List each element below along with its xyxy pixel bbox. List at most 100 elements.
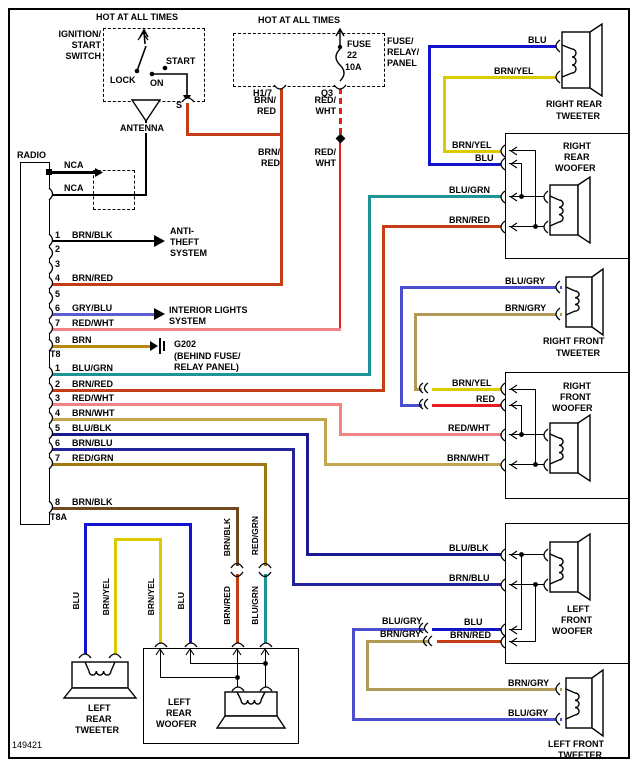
speaker-name: RIGHT bbox=[563, 141, 591, 151]
wire-label: BRN/GRY bbox=[508, 678, 550, 688]
wire-blu-rr-v bbox=[428, 45, 431, 166]
wire-brnred2-v bbox=[382, 225, 385, 392]
speaker-name: LEFT FRONT bbox=[548, 739, 604, 749]
antitheft-system-label: THEFT bbox=[170, 237, 199, 247]
lfw-int bbox=[521, 554, 522, 630]
radio-label: RADIO bbox=[17, 150, 46, 160]
speaker-name: REAR bbox=[166, 708, 192, 718]
wire-brnblk-v bbox=[236, 507, 239, 566]
wire-brnblk-antitheft bbox=[51, 240, 156, 242]
wire-label: BRN/YEL bbox=[452, 378, 492, 388]
pin-wire-label: BRN/BLK bbox=[72, 497, 113, 507]
speaker-name: FRONT bbox=[560, 392, 591, 402]
fuse-label: 22 bbox=[347, 50, 358, 60]
wire-brnred-lr-v bbox=[236, 574, 239, 647]
wire-brngry-rf-v bbox=[414, 313, 417, 390]
pin-number: 1 bbox=[55, 363, 61, 373]
vwire-label-brnblk: BRN/BLK bbox=[222, 518, 232, 557]
wire-brnblk-h bbox=[51, 507, 239, 510]
wire-label-nca2: NCA bbox=[64, 183, 84, 193]
pin-wire-label: BRN/WHT bbox=[72, 408, 115, 418]
wire-label-brnred: BRN/ bbox=[254, 95, 276, 105]
pin-wire-label: BRN/RED bbox=[72, 379, 114, 389]
wire-brnred-power-v1 bbox=[186, 103, 189, 135]
lrw-int bbox=[160, 650, 161, 678]
wire-label: BRN/GRY bbox=[380, 629, 422, 639]
speaker-name: RIGHT FRONT bbox=[543, 336, 605, 346]
speaker-name: RIGHT bbox=[563, 381, 591, 391]
lfw-int bbox=[509, 584, 546, 585]
fuse-label: 10A bbox=[345, 62, 362, 72]
pin-number: 3 bbox=[55, 393, 61, 403]
wire-nca2 bbox=[51, 194, 147, 196]
wire-blublk-h1 bbox=[51, 433, 309, 436]
switch-pos-on: ON bbox=[150, 78, 164, 88]
speaker-name: LEFT bbox=[168, 697, 191, 707]
wire-brngry-rf-h1 bbox=[414, 313, 562, 316]
pin-wire-label: GRY/BLU bbox=[72, 303, 113, 313]
radio-box bbox=[20, 162, 50, 525]
vwire-label-brnyel: BRN/YEL bbox=[146, 578, 156, 616]
lfw-int bbox=[509, 629, 522, 630]
wire-brnyel-lr-v2 bbox=[159, 538, 162, 647]
pin-wire-label: BLU/GRN bbox=[72, 363, 113, 373]
pin-wire-label: RED/WHT bbox=[72, 393, 114, 403]
wire-label: BLU bbox=[528, 35, 547, 45]
wire-redgrn-v bbox=[264, 463, 267, 566]
diagram-id: 149421 bbox=[12, 740, 43, 750]
wire-brn-ground bbox=[51, 345, 151, 348]
wire-label-brnred: RED bbox=[260, 158, 280, 168]
wire-blugrn-h2 bbox=[368, 195, 505, 198]
antenna-connector-box bbox=[93, 170, 135, 210]
wire-label-brnred: BRN/ bbox=[258, 147, 280, 157]
lrw-int bbox=[160, 677, 238, 678]
wire-blugry-rf-h1 bbox=[400, 286, 562, 289]
vwire-label-brnyel: BRN/YEL bbox=[101, 578, 111, 616]
pin-number: 2 bbox=[55, 244, 61, 254]
pin-wire-label: BRN/RED bbox=[72, 273, 114, 283]
speaker-name: REAR bbox=[86, 714, 112, 724]
interior-lights-label: SYSTEM bbox=[169, 316, 207, 326]
speaker-name: REAR bbox=[564, 152, 590, 162]
vwire-label-blugrn: BLU/GRN bbox=[250, 586, 260, 625]
wire-brnred-power-h1 bbox=[186, 133, 283, 136]
wire-brnred-lf-stub bbox=[437, 640, 505, 643]
wire-blugrn-h1 bbox=[51, 373, 370, 376]
ground-location-label: (BEHIND FUSE/ bbox=[174, 351, 241, 361]
wire-brnwht-h2 bbox=[324, 463, 505, 466]
pin-wire-label: BRN bbox=[72, 335, 92, 345]
speaker-name: WOOFER bbox=[552, 626, 593, 636]
pin-number: 2 bbox=[55, 379, 61, 389]
speaker-name: TWEETER bbox=[556, 111, 600, 121]
rrw-int bbox=[509, 150, 536, 151]
terminal-h17: H1/7 bbox=[253, 88, 273, 98]
wire-label: BLU/GRY bbox=[505, 276, 546, 286]
wire-brngry-lf-v bbox=[366, 640, 369, 691]
wire-label: BRN/RED bbox=[449, 215, 491, 225]
wire-label: BRN/WHT bbox=[447, 453, 490, 463]
lrw-int bbox=[190, 650, 191, 664]
wire-blu-rr-h2 bbox=[428, 163, 505, 166]
pin-number: 8 bbox=[55, 497, 61, 507]
rrw-int bbox=[509, 196, 546, 197]
wire-label: BRN/YEL bbox=[494, 66, 534, 76]
hot-at-all-times-left: HOT AT ALL TIMES bbox=[96, 12, 178, 22]
antenna-label: ANTENNA bbox=[119, 123, 165, 133]
wire-brnyel-lr-v1 bbox=[114, 538, 117, 657]
rfw-int bbox=[521, 405, 522, 436]
wire-blu-lr-v1 bbox=[84, 523, 87, 657]
pin-wire-label: RED/WHT bbox=[72, 318, 114, 328]
wire-label-brnred: RED bbox=[256, 106, 276, 116]
pin-wire-label: BRN/BLK bbox=[72, 230, 113, 240]
fuse-label: FUSE bbox=[347, 39, 372, 49]
wire-brnblu-v bbox=[292, 448, 295, 586]
connector-t8a-label: T8A bbox=[50, 512, 68, 522]
wire-nca1 bbox=[51, 171, 96, 174]
wire-brnyel-rf-stub bbox=[432, 388, 505, 391]
wire-brnred-pin4 bbox=[51, 283, 283, 286]
wire-redwht2-h1 bbox=[51, 403, 342, 406]
wire-redwht-pin7 bbox=[51, 328, 341, 331]
pin-number: 6 bbox=[55, 303, 61, 313]
vwire-label-blu: BLU bbox=[71, 592, 81, 610]
wire-label: BLU bbox=[464, 617, 483, 627]
